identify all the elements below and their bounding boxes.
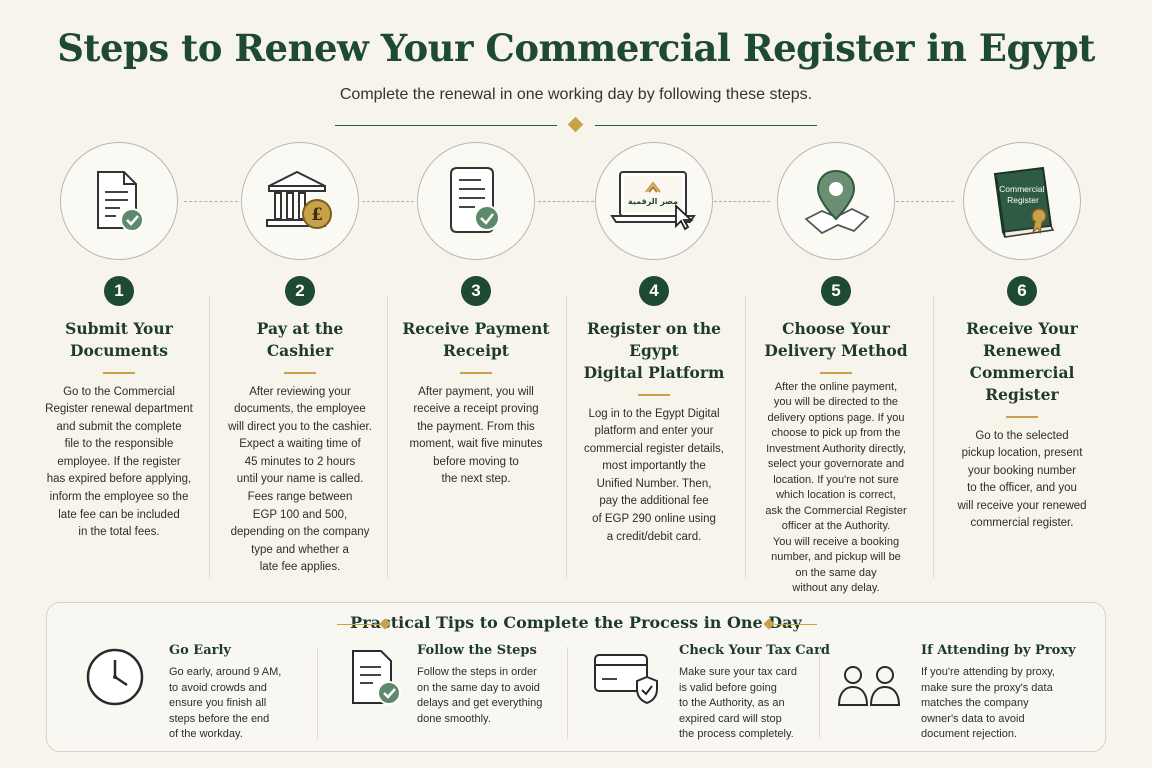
step-number: 3 [461,276,491,306]
clock-icon [83,645,147,714]
document-check-icon [60,142,178,260]
tip-follow-steps: Follow the Steps Follow the steps in ord… [347,643,577,743]
step-number: 1 [104,276,134,306]
tip-description: Follow the steps in order on the same da… [417,666,543,725]
tax-card-icon [591,645,663,714]
step-connector [896,201,954,202]
tip-description: Make sure your tax card is valid before … [679,666,797,741]
tip-go-early: Go Early Go early, around 9 AM, to avoid… [83,643,313,743]
step-4: مصر الرقمية 4 Register on the Egypt Digi… [564,142,744,546]
step-connector [362,201,414,202]
tip-proxy: If Attending by Proxy If you're attendin… [835,643,1085,743]
step-number: 4 [639,276,669,306]
laptop-platform-icon: مصر الرقمية [595,142,713,260]
svg-text:£: £ [311,205,323,225]
step-title: Receive Payment Receipt [402,319,550,360]
tips-panel: Practical Tips to Complete the Process i… [46,602,1106,752]
register-book-icon: Commercial Register [963,142,1081,260]
tip-title: Go Early [169,643,231,658]
book-label: Commercial Register [999,184,1047,205]
step-number: 5 [821,276,851,306]
column-separator [387,296,388,578]
step-5: 5 Choose Your Delivery Method After the … [746,142,926,597]
step-title: Choose Your Delivery Method [764,319,908,360]
tip-tax-card: Check Your Tax Card Make sure your tax c… [591,643,831,743]
tip-description: Go early, around 9 AM, to avoid crowds a… [169,666,282,741]
platform-screen-label: مصر الرقمية [628,197,678,206]
step-6: Commercial Register 6 Receive Your Renew… [932,142,1112,533]
bank-coin-icon: £ [241,142,359,260]
step-1: 1 Submit Your Documents Go to the Commer… [29,142,209,542]
step-title: Pay at the Cashier [256,319,344,360]
step-title: Submit Your Documents [65,319,173,360]
page-title: Steps to Renew Your Commercial Register … [57,26,1095,70]
step-description: Log in to the Egypt Digital platform and… [584,407,724,543]
step-number: 2 [285,276,315,306]
tip-description: If you're attending by proxy, make sure … [921,666,1055,741]
step-3: 3 Receive Payment Receipt After payment,… [386,142,566,489]
diamond-ornament-icon [567,116,584,133]
checklist-icon [347,645,407,714]
column-separator [209,296,210,578]
step-connector [714,201,770,202]
step-connector [184,201,238,202]
step-title: Receive Your Renewed Commercial Register [966,319,1078,404]
tip-title: Follow the Steps [417,643,537,658]
tip-title: If Attending by Proxy [921,643,1076,658]
column-separator [933,296,934,578]
tips-title: Practical Tips to Complete the Process i… [350,613,802,632]
step-description: Go to the selected pickup location, pres… [957,429,1087,530]
users-icon [835,661,905,716]
step-2: £ 2 Pay at the Cashier After reviewing y… [210,142,390,577]
book-label-line: Register [1007,195,1039,205]
step-description: Go to the Commercial Register renewal de… [45,385,193,539]
title-divider [335,116,817,133]
step-description: After reviewing your documents, the empl… [228,385,372,574]
step-title: Register on the Egypt Digital Platform [583,319,725,382]
step-connector [538,201,594,202]
page-subtitle: Complete the renewal in one working day … [339,86,813,103]
column-separator [566,296,567,578]
column-separator [745,296,746,578]
step-number: 6 [1007,276,1037,306]
tip-title: Check Your Tax Card [679,643,831,658]
step-description: After payment, you will receive a receip… [409,385,543,486]
receipt-check-icon [417,142,535,260]
step-description: After the online payment, you will be di… [765,380,907,595]
book-label-line: Commercial [999,184,1044,194]
map-pin-icon [777,142,895,260]
